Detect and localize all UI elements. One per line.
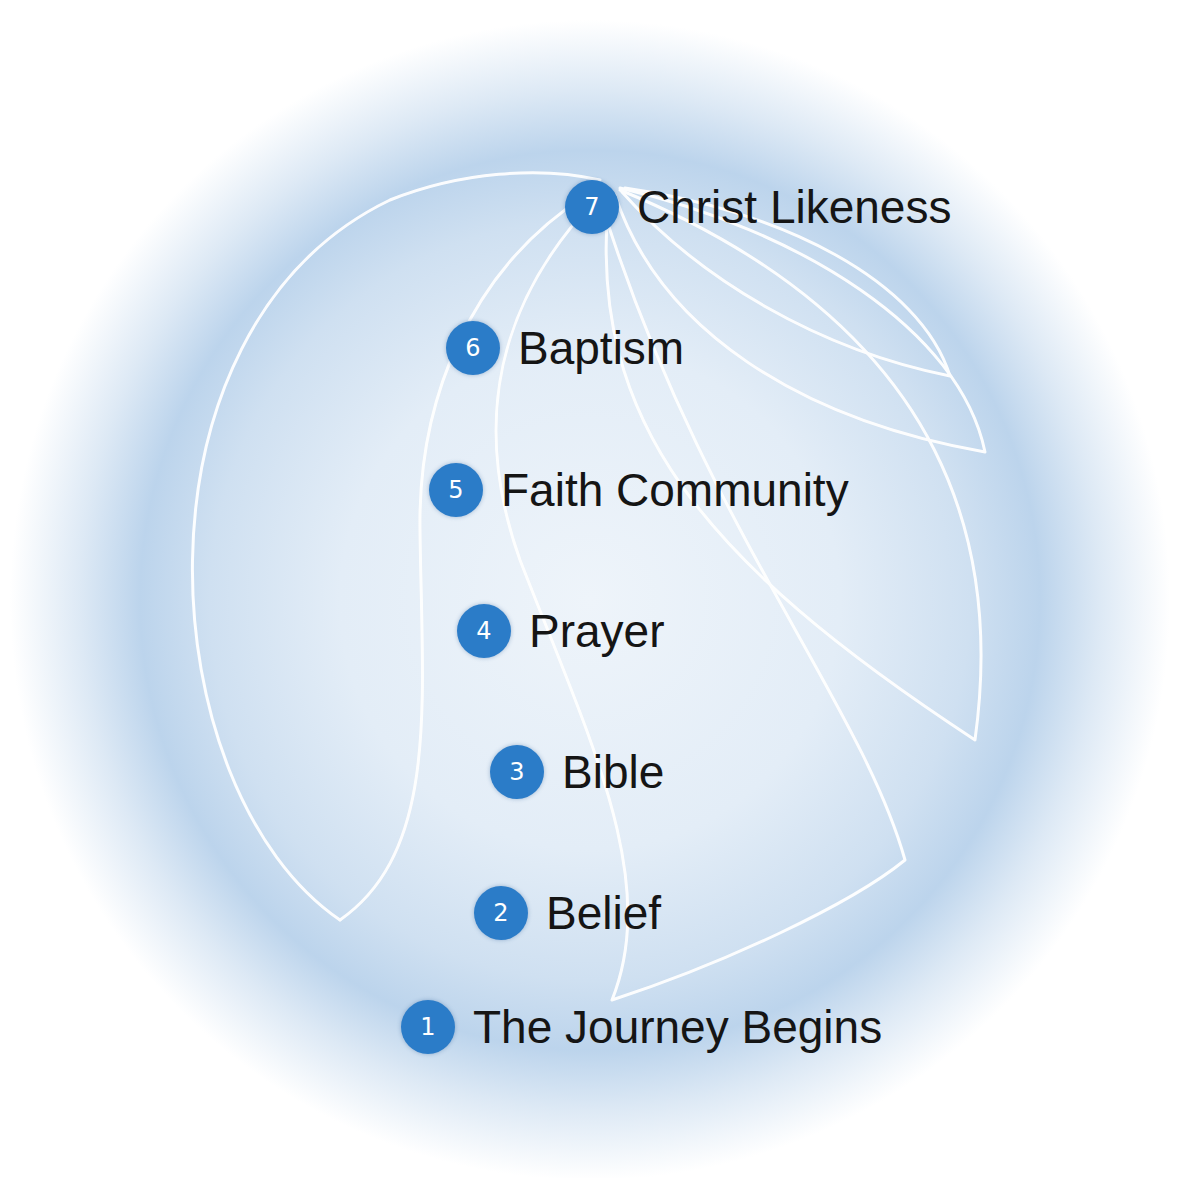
step-number: 7	[565, 180, 619, 234]
center-flame	[496, 200, 905, 1000]
journey-step: 5 Faith Community	[429, 463, 849, 517]
right-flame	[606, 190, 981, 740]
step-number: 1	[401, 1000, 455, 1054]
step-number: 5	[429, 463, 483, 517]
step-number: 6	[446, 321, 500, 375]
journey-step: 4 Prayer	[457, 604, 664, 658]
step-number: 3	[490, 745, 544, 799]
step-label: Christ Likeness	[637, 184, 951, 230]
journey-step: 1 The Journey Begins	[401, 1000, 882, 1054]
step-label: Prayer	[529, 608, 664, 654]
step-label: Baptism	[518, 325, 684, 371]
journey-step: 7 Christ Likeness	[565, 180, 951, 234]
outer-arc	[192, 173, 600, 920]
journey-step: 3 Bible	[490, 745, 664, 799]
journey-step: 6 Baptism	[446, 321, 684, 375]
step-label: Bible	[562, 749, 664, 795]
step-label: Belief	[546, 890, 661, 936]
left-flame	[340, 196, 585, 920]
step-number: 4	[457, 604, 511, 658]
step-number: 2	[474, 886, 528, 940]
step-label: Faith Community	[501, 467, 849, 513]
journey-step: 2 Belief	[474, 886, 661, 940]
step-label: The Journey Begins	[473, 1004, 882, 1050]
